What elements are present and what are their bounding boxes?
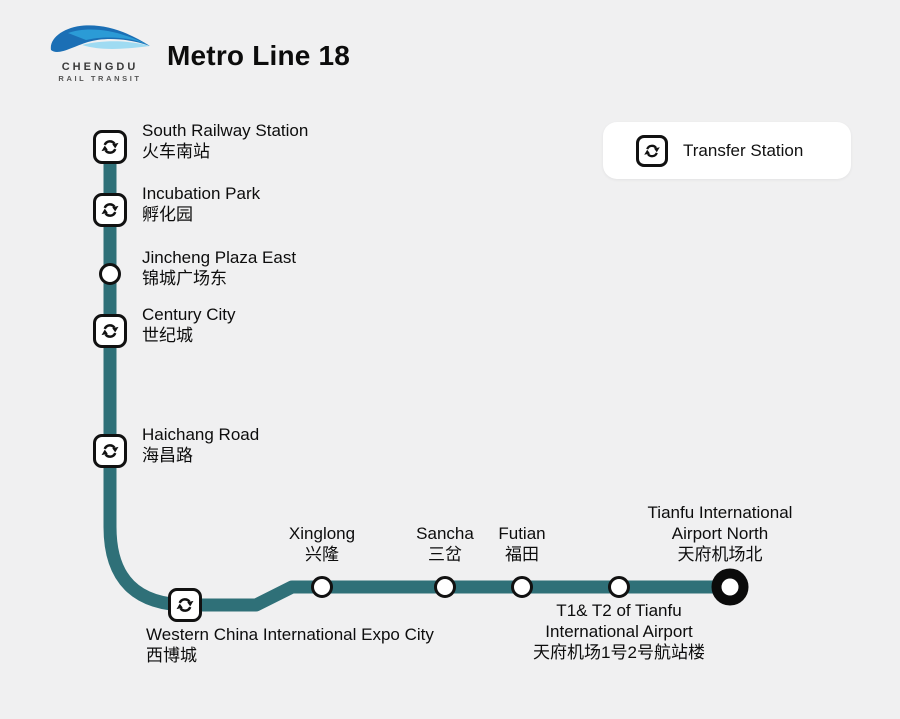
legend-label: Transfer Station	[683, 140, 804, 160]
legend-transfer-station: Transfer Station	[603, 122, 851, 179]
station-name-en: T1& T2 of Tianfu	[556, 601, 682, 620]
station-label-western-china-international-expo-city: Western China International Expo City 西博城	[146, 624, 434, 666]
station-label-xinglong: Xinglong 兴隆	[289, 523, 355, 565]
station-name-en: Airport North	[671, 524, 769, 543]
station-name-en: Futian	[498, 524, 546, 543]
station-marker-t1-t2-of-tianfu-international-airport	[608, 576, 630, 598]
station-name-zh: 三岔	[427, 545, 462, 564]
station-marker-tianfu-international-airport-north	[711, 568, 749, 606]
station-name-en: South Railway Station	[142, 121, 309, 140]
station-label-futian: Futian 福田	[498, 523, 545, 565]
transfer-station-icon	[100, 203, 120, 217]
station-name-zh: 海昌路	[142, 446, 193, 465]
station-marker-xinglong	[311, 576, 333, 598]
station-name-en: International Airport	[545, 622, 693, 641]
station-name-zh: 孵化园	[142, 205, 193, 224]
station-label-century-city: Century City 世纪城	[142, 304, 236, 346]
station-marker-incubation-park	[93, 193, 127, 227]
station-label-sancha: Sancha 三岔	[416, 523, 474, 565]
station-name-en: Tianfu International	[647, 503, 793, 522]
logo-text-chengdu: CHENGDU	[61, 61, 139, 73]
station-name-en: Xinglong	[288, 524, 356, 543]
station-name-zh: 福田	[505, 545, 539, 564]
station-label-south-railway-station: South Railway Station 火车南站	[142, 120, 308, 162]
transfer-station-icon	[100, 324, 120, 338]
logo-text-rail-transit: RAIL TRANSIT	[58, 74, 142, 83]
station-name-en: Western China International Expo City	[146, 625, 434, 644]
station-name-zh: 兴隆	[304, 545, 339, 564]
station-name-zh: 火车南站	[142, 142, 210, 161]
station-label-jincheng-plaza-east: Jincheng Plaza East 锦城广场东	[142, 247, 296, 289]
station-name-en: Century City	[142, 305, 236, 324]
station-marker-futian	[511, 576, 533, 598]
station-name-en: Jincheng Plaza East	[142, 248, 297, 267]
station-name-en: Sancha	[416, 524, 474, 543]
station-name-en: Incubation Park	[142, 184, 261, 203]
station-name-zh: 世纪城	[142, 326, 193, 345]
page-title: Metro Line 18	[167, 40, 351, 71]
transfer-station-icon	[100, 444, 120, 458]
station-marker-sancha	[434, 576, 456, 598]
chengdu-rail-transit-logo: CHENGDU RAIL TRANSIT	[46, 24, 154, 83]
transfer-station-icon	[636, 134, 668, 167]
station-label-haichang-road: Haichang Road 海昌路	[142, 424, 259, 466]
station-name-zh: 天府机场1号2号航站楼	[533, 643, 705, 662]
station-name-zh: 西博城	[146, 646, 197, 665]
station-marker-south-railway-station	[93, 130, 127, 164]
logo-swoosh-icon	[50, 25, 150, 52]
station-name-zh: 锦城广场东	[142, 269, 227, 288]
transfer-station-icon	[100, 140, 120, 154]
station-marker-haichang-road	[93, 434, 127, 468]
station-name-en: Haichang Road	[142, 425, 260, 444]
station-marker-century-city	[93, 314, 127, 348]
station-name-zh: 天府机场北	[677, 545, 763, 564]
station-label-incubation-park: Incubation Park 孵化园	[142, 183, 260, 225]
station-marker-jincheng-plaza-east	[99, 263, 121, 285]
station-marker-western-china-international-expo-city	[168, 588, 202, 622]
transfer-station-icon	[175, 598, 195, 612]
